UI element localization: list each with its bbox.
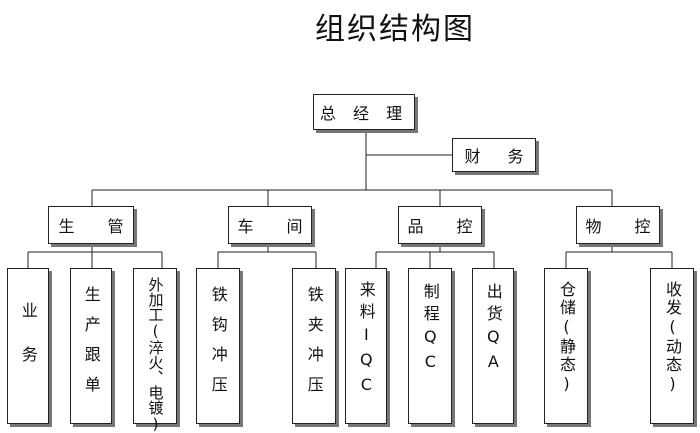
node-finance: 财 务 xyxy=(452,138,536,172)
leaf-clip-stamping: 铁夹冲压 xyxy=(292,268,336,424)
leaf-receiving-dispatch: 收发(动态) xyxy=(650,268,694,424)
leaf-process-qc: 制程QC xyxy=(408,268,452,424)
leaf-warehouse: 仓储(静态) xyxy=(544,268,588,424)
leaf-label: 制程QC xyxy=(420,283,440,377)
leaf-label: 生产跟单 xyxy=(81,286,101,406)
node-general-manager: 总 经 理 xyxy=(313,94,415,130)
node-label: 财 务 xyxy=(464,147,524,166)
leaf-label: 铁夹冲压 xyxy=(304,286,324,406)
node-label: 物 控 xyxy=(585,217,651,236)
leaf-incoming-iqc: 来料IQC xyxy=(345,268,387,424)
leaf-label: 收发(动态) xyxy=(663,281,682,395)
node-label: 车 间 xyxy=(237,217,303,236)
node-workshop: 车 间 xyxy=(228,206,312,244)
node-label: 生 管 xyxy=(58,217,124,236)
leaf-production-follow-up: 生产跟单 xyxy=(70,268,112,424)
node-material-control: 物 控 xyxy=(576,206,660,244)
page-title: 组织结构图 xyxy=(315,12,475,47)
node-quality-control: 品 控 xyxy=(398,206,482,244)
leaf-label: 铁钩冲压 xyxy=(208,286,228,406)
node-production-management: 生 管 xyxy=(48,206,134,244)
leaf-hook-stamping: 铁钩冲压 xyxy=(196,268,240,424)
leaf-shipping-qa: 出货QA xyxy=(472,268,514,424)
leaf-label: 业务 xyxy=(18,302,38,390)
leaf-sales: 业务 xyxy=(7,268,49,424)
node-label: 品 控 xyxy=(407,217,473,236)
leaf-label: 出货QA xyxy=(483,283,503,377)
node-label: 总 经 理 xyxy=(319,104,409,123)
leaf-label: 仓储(静态) xyxy=(557,281,576,395)
leaf-label: 来料IQC xyxy=(356,281,376,400)
leaf-outsourcing: 外加工(淬火、电镀) xyxy=(133,268,177,433)
leaf-label: 外加工(淬火、电镀) xyxy=(146,277,165,433)
